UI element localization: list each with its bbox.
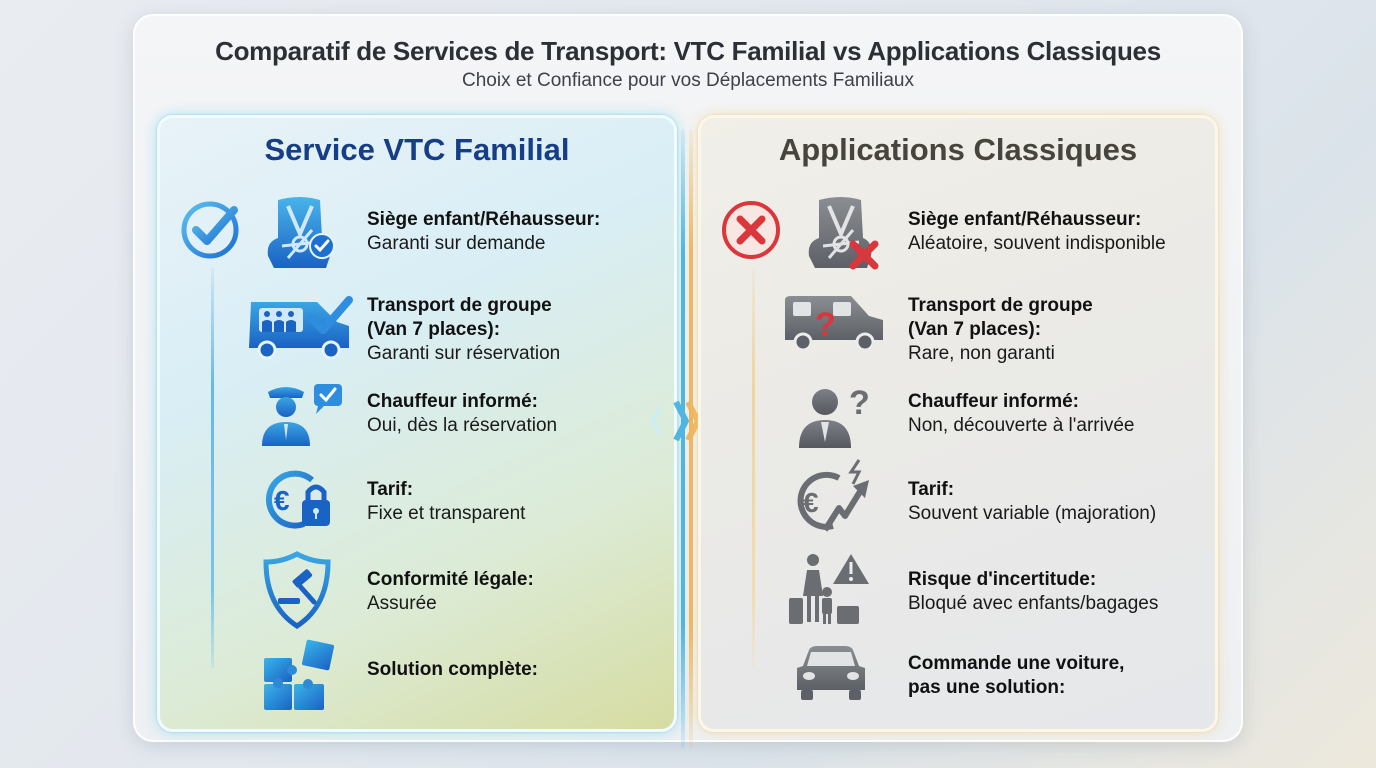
x-circle-icon (721, 196, 787, 262)
shield-gavel-icon (262, 550, 332, 630)
row-text: Conformité légale: Assurée (367, 569, 534, 614)
applications-classiques-panel: Applications Classiques Siège enfant/Ré (698, 115, 1218, 732)
svg-text:€: € (274, 485, 290, 516)
row-text: Solution complète: (367, 659, 538, 680)
timeline-line (211, 268, 214, 668)
van-question-icon: ? (781, 292, 887, 352)
euro-lock-icon: € (260, 466, 336, 532)
timeline-line (752, 268, 755, 668)
infographic-card: Comparatif de Services de Transport: VTC… (133, 14, 1243, 749)
row-text: Transport de groupe (Van 7 places): Gara… (367, 295, 561, 364)
row-text: Tarif: Souvent variable (majoration) (908, 479, 1157, 524)
driver-chat-check-icon (258, 380, 348, 450)
row-text: Transport de groupe (Van 7 places): Rare… (908, 295, 1093, 364)
puzzle-icon (260, 638, 340, 714)
row-text: Tarif: Fixe et transparent (367, 479, 526, 524)
euro-surge-icon: € (789, 458, 879, 534)
row-text: Siège enfant/Réhausseur: Aléatoire, souv… (908, 209, 1166, 254)
row-text: Risque d'incertitude: Bloqué avec enfant… (908, 569, 1159, 614)
person-question-icon: ? (797, 380, 877, 450)
car-icon (793, 644, 869, 704)
svg-text:€: € (803, 487, 819, 518)
divider-line-left (681, 129, 685, 749)
panel-title: Service VTC Familial (264, 132, 570, 167)
row-text: Chauffeur informé: Non, découverte à l'a… (908, 391, 1135, 436)
check-circle-icon (180, 196, 246, 262)
row-text: Commande une voiture, pas une solution: (908, 653, 1125, 698)
svg-text:?: ? (815, 306, 836, 344)
child-seat-check-icon (260, 194, 340, 274)
row-text: Chauffeur informé: Oui, dès la réservati… (367, 391, 558, 436)
page-subtitle: Choix et Confiance pour vos Déplacements… (462, 70, 914, 91)
svg-text:?: ? (849, 384, 870, 422)
panel-title: Applications Classiques (778, 132, 1138, 167)
van-group-check-icon (245, 292, 355, 362)
family-luggage-warning-icon (785, 548, 875, 628)
vtc-familial-panel: Service VTC Familial Siège e (157, 115, 677, 732)
child-seat-x-icon (801, 194, 881, 274)
page-title: Comparatif de Services de Transport: VTC… (215, 36, 1161, 66)
row-text: Siège enfant/Réhausseur: Garanti sur dem… (367, 209, 601, 254)
